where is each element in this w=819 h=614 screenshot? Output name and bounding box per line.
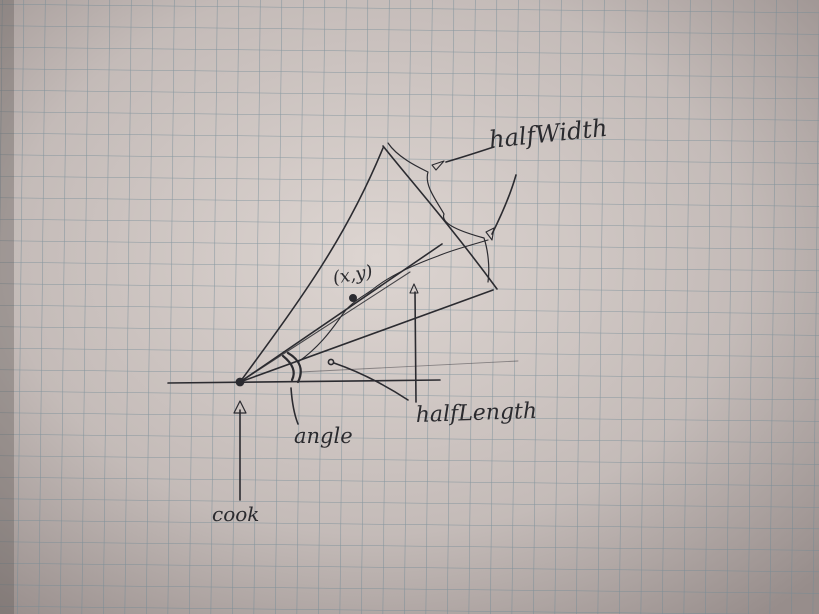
half-length-arrowhead — [409, 283, 419, 294]
cook-arrowhead — [233, 400, 247, 414]
label-half-length: halfLength — [415, 399, 537, 428]
half-width-leader-2 — [491, 174, 517, 235]
paper-edge-shadow — [0, 0, 14, 614]
angle-arc-inner — [281, 354, 295, 382]
inner-line-1 — [239, 271, 411, 383]
cone-left-edge — [239, 147, 384, 383]
half-width-leader — [445, 146, 495, 163]
horizontal-axis — [167, 379, 441, 384]
cone-far-edge — [382, 145, 498, 290]
cone-right-edge — [239, 289, 494, 383]
faint-ground-line — [299, 360, 519, 373]
xy-point — [348, 293, 357, 302]
half-length-leader — [414, 291, 417, 403]
angle-arc-outer — [286, 351, 302, 384]
half-length-dot — [327, 358, 335, 366]
label-cook: cook — [212, 502, 259, 526]
half-width-arrowhead-2 — [485, 227, 495, 241]
cone-sketch — [167, 142, 519, 501]
label-angle: angle — [294, 424, 353, 448]
half-width-brace — [387, 142, 490, 283]
half-length-brace — [297, 239, 489, 363]
center-axis — [239, 243, 443, 383]
half-length-leader-2 — [333, 362, 409, 401]
half-width-arrowhead — [431, 160, 445, 171]
origin-point — [235, 377, 245, 387]
angle-leader — [290, 387, 299, 425]
